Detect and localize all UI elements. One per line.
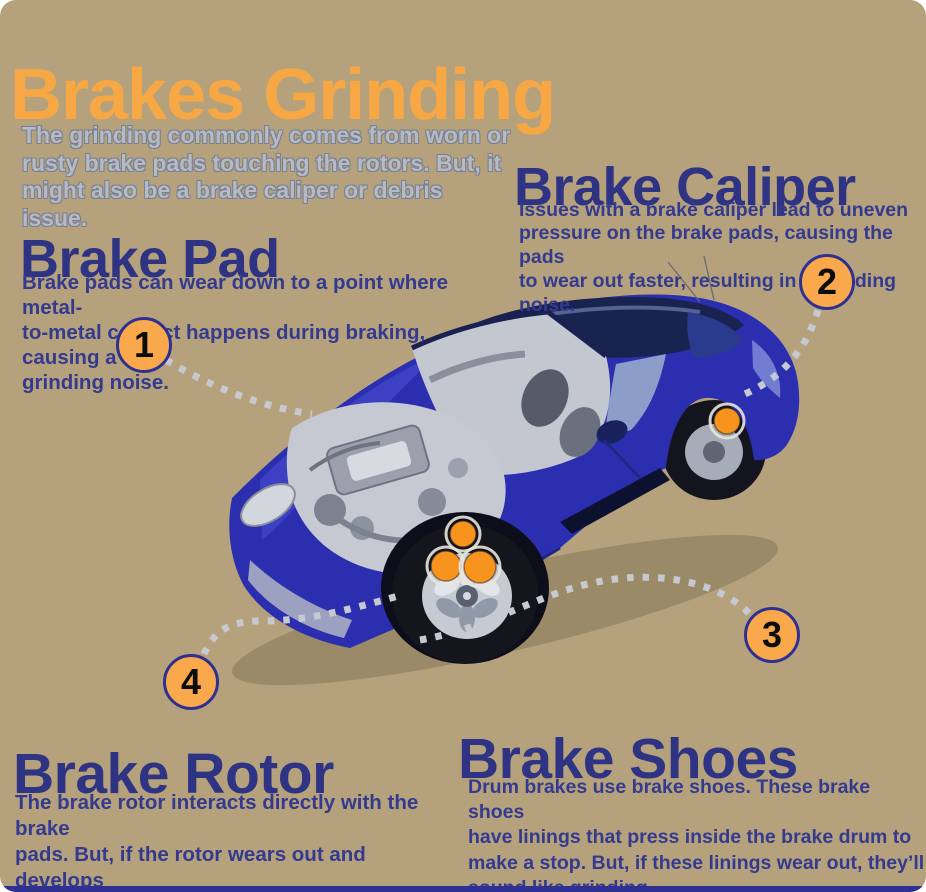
a-pillar [546,310,608,358]
rear-quarter-glass [687,312,744,358]
number-badge-4: 4 [163,654,219,710]
antenna-lines [667,255,715,303]
section-title-brake-rotor: Brake Rotor [13,742,334,807]
driver-seat [521,369,569,427]
number-badge-3: 3 [744,607,800,663]
brake-pad-marker [444,515,482,553]
section-title-brake-shoes: Brake Shoes [458,727,798,792]
brake-shoes-marker [458,545,502,589]
side-mirror [596,420,628,444]
passenger-seat [559,407,601,457]
number-badge-1: 1 [116,317,172,373]
section-body-brake-caliper: Issues with a brake caliper lead to unev… [519,198,909,317]
tail-highlight [752,340,781,398]
part-markers [425,402,746,589]
windshield-frame [410,309,549,351]
number-badge-2: 2 [799,254,855,310]
section-body-brake-rotor: The brake rotor interacts directly with … [15,790,419,892]
dotted-leader-lines [164,309,822,656]
bottom-accent-bar [0,886,926,892]
leader-line-brake-shoes [419,573,756,644]
front-bumper-trim [248,560,352,638]
leader-line-brake-pad [164,356,313,418]
page-title: Brakes Grinding [10,55,556,136]
section-title-brake-pad: Brake Pad [20,228,280,289]
door-sill [560,468,670,534]
section-body-brake-shoes: Drum brakes use brake shoes. These brake… [468,775,925,892]
headlight [240,483,296,527]
dashboard [428,350,526,384]
section-title-brake-caliper: Brake Caliper [514,156,856,217]
section-body-brake-pad: Brake pads can wear down to a point wher… [22,270,449,395]
side-window [604,354,666,438]
intro-text: The grinding commonly comes from worn or… [22,122,511,231]
brake-caliper-marker [708,402,746,440]
